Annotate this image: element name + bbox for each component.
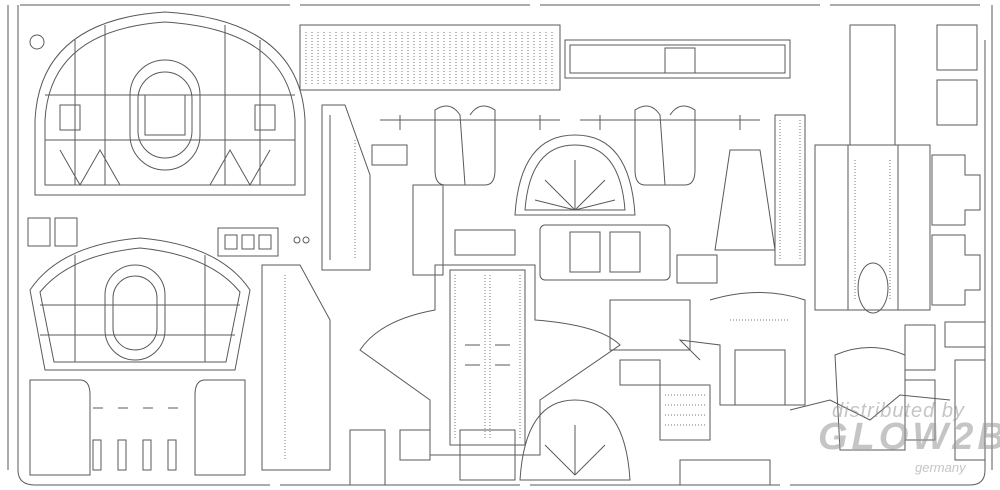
side-frames [261, 104, 516, 486]
seats-bottom-right [609, 254, 951, 486]
bulkhead-large [29, 11, 306, 196]
bulkhead-medium [29, 237, 251, 371]
right-column-parts [774, 24, 986, 461]
seat-backs-bottom-left [29, 379, 246, 476]
ribbed-strip [299, 24, 791, 91]
fret-frame [7, 4, 993, 486]
seats-top [380, 105, 776, 251]
small-parts-left [27, 217, 310, 257]
floor-panel [359, 224, 671, 481]
